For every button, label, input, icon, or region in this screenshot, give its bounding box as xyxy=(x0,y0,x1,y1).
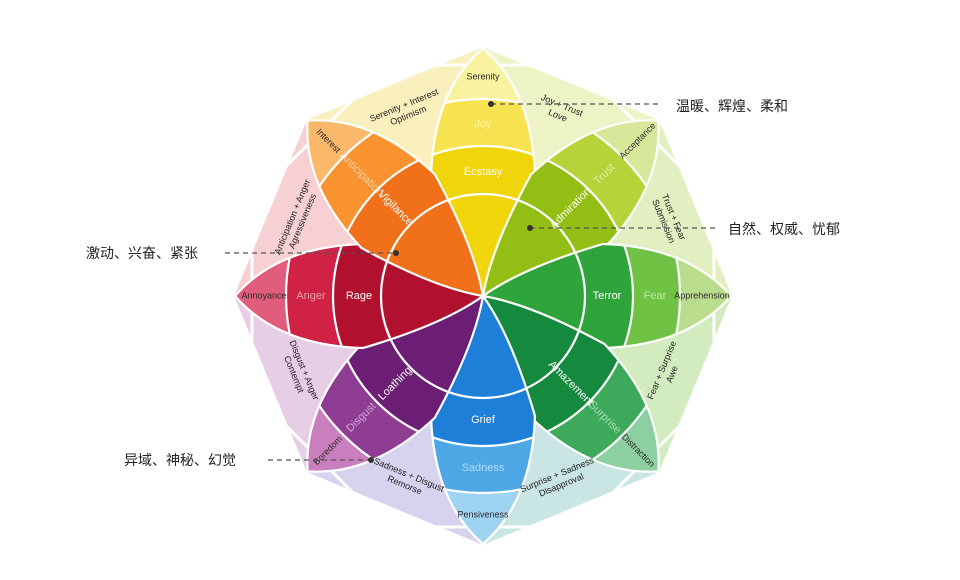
ring-1-sadness xyxy=(431,296,535,400)
petal-label-ecstasy: Ecstasy xyxy=(464,166,503,178)
ring-1-anger xyxy=(379,244,483,348)
petal-label-pensiveness: Pensiveness xyxy=(457,509,509,519)
annotation-disgust: 异域、神秘、幻觉 xyxy=(124,453,236,469)
petal-label-sadness: Sadness xyxy=(462,462,505,474)
petal-trust-inner-band xyxy=(483,146,633,296)
leader-dot-3 xyxy=(393,250,399,256)
petal-layer xyxy=(233,46,733,546)
ring-2-sadness xyxy=(431,296,535,448)
octagon-outline xyxy=(250,63,716,529)
ring-3-joy xyxy=(431,97,535,296)
annotation-trust: 自然、权威、忧郁 xyxy=(728,222,840,238)
annotation-anger: 激动、兴奋、紧张 xyxy=(86,246,198,262)
petal-label-anger: Anger xyxy=(296,290,326,302)
petal-disgust xyxy=(307,296,483,472)
ring-1-joy xyxy=(431,192,535,296)
petal-surprise-inner-band xyxy=(483,296,633,446)
ring-1-fear xyxy=(483,244,587,348)
petal-anticipation xyxy=(307,120,483,296)
leader-dot-4 xyxy=(368,457,374,463)
petal-label-apprehension: Apprehension xyxy=(674,290,730,300)
petal-label-annoyance: Annoyance xyxy=(241,290,286,300)
leader-dot-1 xyxy=(488,101,494,107)
ring-2-fear xyxy=(483,244,635,348)
petal-trust xyxy=(483,120,659,296)
petal-disgust-inner-band xyxy=(333,296,483,446)
petal-label-joy: Joy xyxy=(474,118,492,130)
ring-3-fear xyxy=(483,244,682,348)
ring-3-sadness xyxy=(431,296,535,495)
petal-label-grief: Grief xyxy=(471,414,496,426)
ring-layer xyxy=(284,97,682,495)
petal-label-rage: Rage xyxy=(346,290,372,302)
annotation-joy: 温暖、辉煌、柔和 xyxy=(676,99,788,115)
petal-anticipation-outline xyxy=(306,119,485,298)
leader-dot-2 xyxy=(527,225,533,231)
annotation-lines xyxy=(225,101,715,463)
petal-anticipation-inner-band xyxy=(333,146,483,296)
petal-surprise xyxy=(483,296,659,472)
petal-label-terror: Terror xyxy=(593,290,622,302)
petal-label-fear: Fear xyxy=(644,290,667,302)
ring-3-anger xyxy=(284,244,483,348)
ring-2-anger xyxy=(331,244,483,348)
ring-2-joy xyxy=(431,144,535,296)
petal-label-serenity: Serenity xyxy=(466,71,500,81)
